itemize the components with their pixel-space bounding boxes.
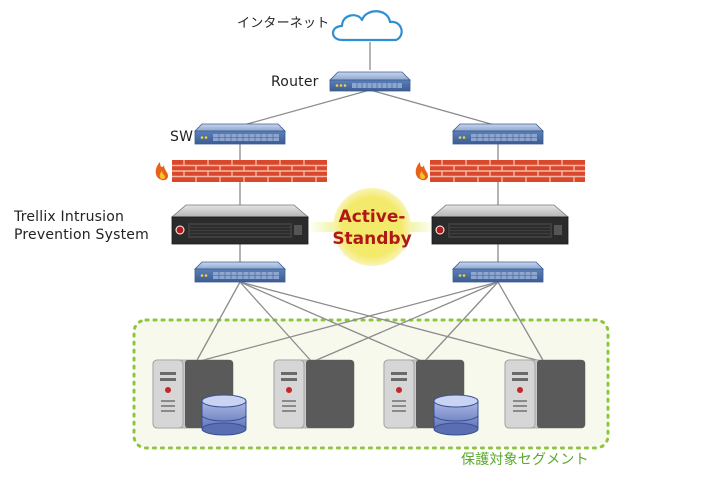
flame-icon xyxy=(155,162,168,181)
internet-label: インターネット xyxy=(237,16,330,31)
sync-link-left xyxy=(308,222,338,232)
cloud-icon xyxy=(331,10,403,42)
segment-label: 保護対象セグメント xyxy=(461,452,589,468)
switch-icon xyxy=(452,123,544,145)
ips-appliance-icon xyxy=(170,204,310,245)
ips-label-line1: Trellix Intrusion xyxy=(14,209,125,225)
firewall-icon xyxy=(172,160,327,182)
active-standby-badge xyxy=(333,188,411,266)
standby-label: Standby xyxy=(332,229,411,249)
protected-segment-area xyxy=(132,318,610,450)
switch-icon xyxy=(194,123,286,145)
switch-icon xyxy=(452,261,544,283)
server-icon xyxy=(273,359,355,429)
sync-link-right xyxy=(406,222,436,232)
flame-icon xyxy=(415,162,428,181)
router-label: Router xyxy=(271,74,319,90)
storage-icon xyxy=(433,394,479,436)
ips-label: Trellix Intrusion Prevention System xyxy=(14,208,149,244)
ips-label-line2: Prevention System xyxy=(14,227,149,243)
switch-label: SW xyxy=(170,129,194,145)
server-icon xyxy=(504,359,586,429)
active-label: Active- xyxy=(339,207,406,227)
switch-icon xyxy=(194,261,286,283)
storage-icon xyxy=(201,394,247,436)
firewall-icon xyxy=(430,160,585,182)
router-icon xyxy=(329,71,411,92)
ips-appliance-icon xyxy=(430,204,570,245)
connection-lines xyxy=(195,42,545,363)
